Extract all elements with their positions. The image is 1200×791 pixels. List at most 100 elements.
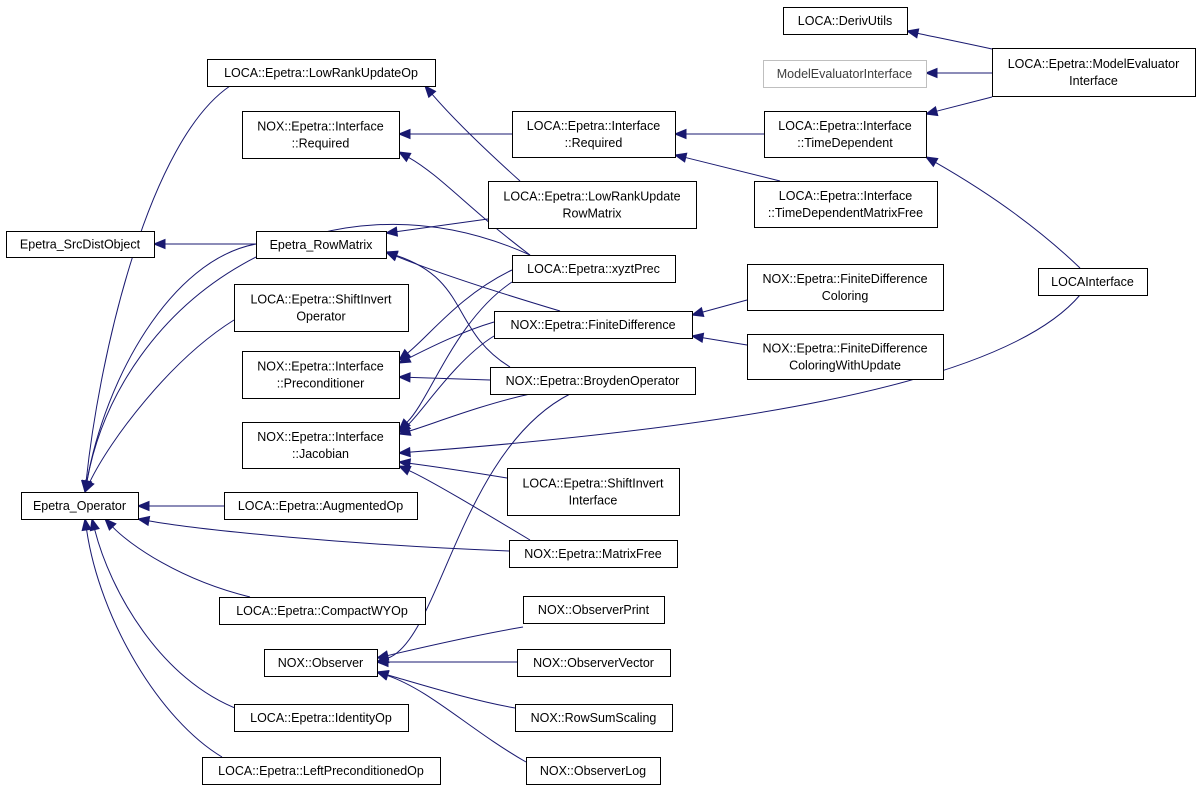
- class-label: ::Jacobian: [292, 447, 349, 461]
- class-box: [21, 492, 139, 520]
- edge-line: [685, 157, 781, 182]
- class-node-loca-epetra-interface-time-dependent-matrix-free[interactable]: LOCA::Epetra::Interface::TimeDependentMa…: [754, 181, 938, 228]
- arrowhead-icon: [375, 650, 390, 661]
- arrowhead-icon: [673, 128, 687, 140]
- class-label: NOX::Epetra::Interface: [257, 430, 383, 444]
- arrowhead-icon: [397, 372, 411, 383]
- edge-line: [387, 393, 571, 659]
- edge-line: [408, 321, 495, 359]
- class-node-loca-epetra-augmented-op[interactable]: LOCA::Epetra::AugmentedOp: [224, 492, 418, 520]
- class-node-loca-interface[interactable]: LOCAInterface: [1038, 268, 1148, 296]
- edge-loca_epetra_interface_time_dependent-to-loca_epetra_interface_required: [673, 128, 764, 140]
- edge-line: [702, 299, 748, 313]
- edge-line: [935, 162, 1081, 269]
- class-box: [490, 367, 696, 395]
- class-box: [242, 111, 400, 159]
- arrowhead-icon: [905, 28, 920, 39]
- class-node-loca-epetra-model-evaluator-interface[interactable]: LOCA::Epetra::ModelEvaluatorInterface: [992, 48, 1196, 97]
- class-node-nox-epetra-interface-preconditioner[interactable]: NOX::Epetra::Interface::Preconditioner: [242, 351, 400, 399]
- class-node-loca-epetra-low-rank-update-op[interactable]: LOCA::Epetra::LowRankUpdateOp: [207, 59, 436, 87]
- edge-loca_epetra_augmented_op-to-epetra_operator: [136, 500, 224, 512]
- class-node-loca-epetra-xyzt-prec[interactable]: LOCA::Epetra::xyztPrec: [512, 255, 676, 283]
- edge-nox_epetra_finite_difference-to-nox_epetra_interface_preconditioner: [397, 321, 495, 364]
- class-node-nox-epetra-interface-jacobian[interactable]: NOX::Epetra::Interface::Jacobian: [242, 422, 400, 469]
- edge-line: [409, 376, 491, 381]
- class-box: [242, 422, 400, 469]
- edge-line: [406, 281, 513, 423]
- class-box: [747, 334, 944, 380]
- class-node-nox-epetra-matrix-free[interactable]: NOX::Epetra::MatrixFree: [509, 540, 678, 568]
- class-node-loca-deriv-utils[interactable]: LOCA::DerivUtils: [783, 7, 908, 35]
- arrowhead-icon: [690, 306, 705, 318]
- class-box: [517, 649, 671, 677]
- arrowhead-icon: [89, 517, 100, 532]
- edge-line: [94, 529, 241, 711]
- class-node-model-evaluator-interface[interactable]: ModelEvaluatorInterface: [763, 60, 927, 88]
- arrowhead-icon: [924, 156, 939, 168]
- edge-line: [89, 319, 235, 483]
- class-box: [507, 468, 680, 516]
- edge-loca_epetra_model_evaluator_interface-to-model_evaluator_interface: [924, 67, 992, 79]
- nodes: LOCA::DerivUtilsModelEvaluatorInterfaceL…: [6, 7, 1196, 785]
- class-label: NOX::ObserverPrint: [538, 603, 650, 617]
- class-node-nox-observer-print[interactable]: NOX::ObserverPrint: [523, 596, 665, 624]
- edge-loca_epetra_low_rank_update_row_matrix-to-loca_epetra_low_rank_update_op: [424, 84, 521, 182]
- class-label: Operator: [296, 310, 345, 324]
- edge-line: [86, 529, 223, 758]
- arrowhead-icon: [384, 226, 399, 237]
- edge-nox_epetra_finite_difference_coloring-to-nox_epetra_finite_difference: [690, 299, 748, 318]
- class-node-loca-epetra-interface-time-dependent[interactable]: LOCA::Epetra::Interface::TimeDependent: [764, 111, 927, 158]
- edge-line: [408, 470, 531, 541]
- class-node-loca-epetra-compact-wy-op[interactable]: LOCA::Epetra::CompactWYOp: [219, 597, 426, 625]
- class-node-nox-observer-vector[interactable]: NOX::ObserverVector: [517, 649, 671, 677]
- class-node-nox-epetra-interface-required[interactable]: NOX::Epetra::Interface::Required: [242, 111, 400, 159]
- edge-loca_epetra_identity_op-to-epetra_operator: [89, 517, 241, 711]
- arrowhead-icon: [397, 353, 412, 364]
- class-node-nox-epetra-finite-difference[interactable]: NOX::Epetra::FiniteDifference: [494, 311, 693, 339]
- class-label: Interface: [569, 494, 618, 508]
- class-box: [747, 264, 944, 311]
- class-node-nox-epetra-finite-difference-coloring-with-update[interactable]: NOX::Epetra::FiniteDifferenceColoringWit…: [747, 334, 944, 380]
- edge-line: [409, 294, 1081, 453]
- class-node-epetra-row-matrix[interactable]: Epetra_RowMatrix: [256, 231, 387, 259]
- arrowhead-icon: [136, 515, 151, 527]
- arrowhead-icon: [924, 106, 939, 117]
- class-node-epetra-operator[interactable]: Epetra_Operator: [21, 492, 139, 520]
- edge-loca_interface-to-nox_epetra_interface_jacobian: [397, 294, 1081, 458]
- class-node-loca-epetra-left-preconditioned-op[interactable]: LOCA::Epetra::LeftPreconditionedOp: [202, 757, 441, 785]
- class-node-loca-epetra-identity-op[interactable]: LOCA::Epetra::IdentityOp: [234, 704, 409, 732]
- edge-epetra_row_matrix-to-epetra_src_dist_object: [152, 238, 256, 250]
- class-label: NOX::ObserverLog: [540, 764, 646, 778]
- class-label: NOX::Observer: [278, 656, 363, 670]
- edge-line: [85, 85, 231, 482]
- class-box: [219, 597, 426, 625]
- class-label: LOCA::Epetra::Interface: [778, 119, 911, 133]
- edge-line: [396, 255, 511, 368]
- edge-line: [387, 675, 527, 763]
- class-label: NOX::RowSumScaling: [531, 711, 657, 725]
- class-node-nox-epetra-broyden-operator[interactable]: NOX::Epetra::BroydenOperator: [490, 367, 696, 395]
- class-label: ::Preconditioner: [277, 377, 365, 391]
- edge-line: [409, 462, 508, 479]
- class-node-nox-observer[interactable]: NOX::Observer: [264, 649, 378, 677]
- class-box: [242, 351, 400, 399]
- class-box: [234, 704, 409, 732]
- class-box: [1038, 268, 1148, 296]
- class-label: LOCA::Epetra::CompactWYOp: [236, 604, 408, 618]
- class-node-loca-epetra-interface-required[interactable]: LOCA::Epetra::Interface::Required: [512, 111, 676, 158]
- class-node-nox-observer-log[interactable]: NOX::ObserverLog: [526, 757, 661, 785]
- edge-nox_observer_log-to-nox_observer: [375, 670, 527, 763]
- class-label: LOCA::Epetra::xyztPrec: [527, 262, 660, 276]
- class-box: [509, 540, 678, 568]
- class-node-nox-row-sum-scaling[interactable]: NOX::RowSumScaling: [515, 704, 673, 732]
- edge-line: [407, 335, 495, 426]
- edge-line: [408, 156, 531, 256]
- class-label: ::TimeDependentMatrixFree: [768, 206, 923, 220]
- class-node-epetra-src-dist-object[interactable]: Epetra_SrcDistObject: [6, 231, 155, 258]
- class-label: NOX::Epetra::Interface: [257, 360, 383, 374]
